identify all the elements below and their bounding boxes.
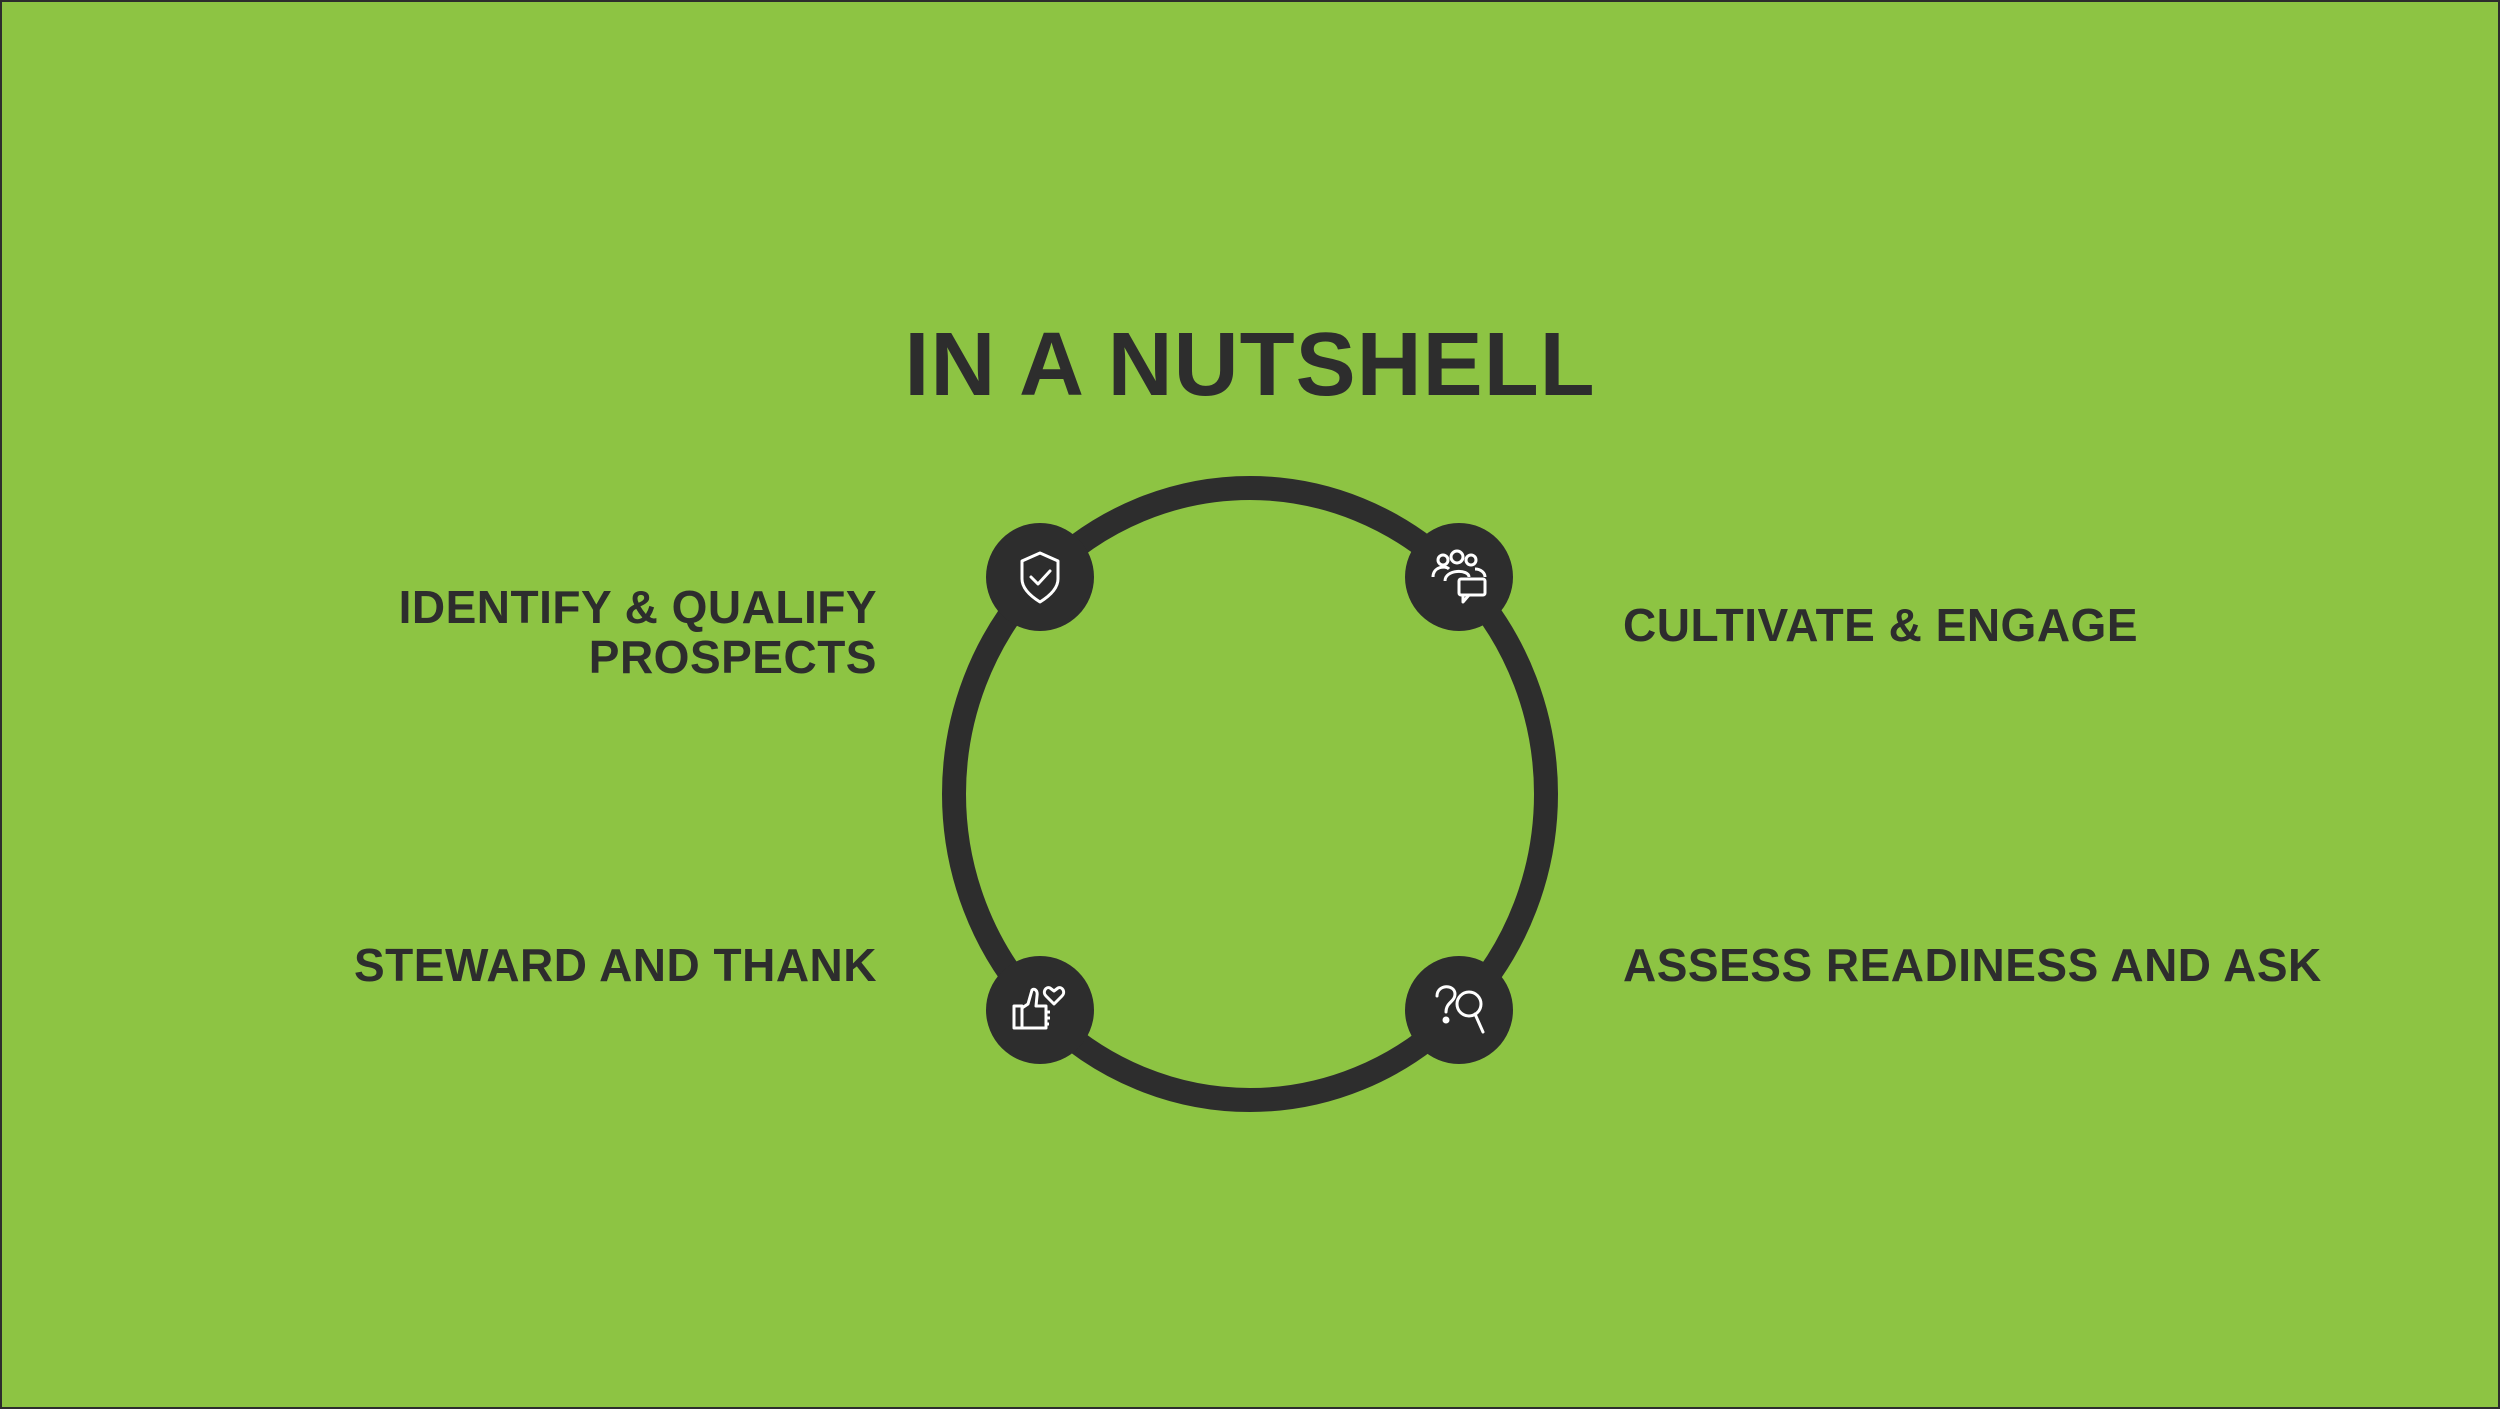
node-assess	[1405, 956, 1513, 1064]
step-label-cultivate: CULTIVATE & ENGAGE	[1623, 600, 2138, 650]
step-label-line: CULTIVATE & ENGAGE	[1623, 599, 2138, 651]
step-label-identify: IDENTIFY & QUALIFY PROSPECTS	[399, 582, 877, 682]
question-search-icon	[1435, 985, 1485, 1034]
node-cultivate	[1405, 523, 1513, 631]
node-identify	[986, 523, 1094, 631]
shield-check-icon	[1020, 551, 1060, 604]
step-label-steward: STEWARD AND THANK	[354, 940, 877, 990]
node-steward	[986, 956, 1094, 1064]
step-label-line: ASSESS READINESS AND ASK	[1623, 939, 2322, 991]
step-label-line: IDENTIFY & QUALIFY	[398, 581, 877, 633]
thumbs-up-heart-icon	[1012, 986, 1066, 1030]
people-chat-icon	[1431, 549, 1487, 604]
page-title: IN A NUTSHELL	[904, 315, 1596, 415]
step-label-assess: ASSESS READINESS AND ASK	[1623, 940, 2322, 990]
step-label-line: STEWARD AND THANK	[354, 939, 877, 991]
cycle-ring	[942, 476, 1558, 1112]
step-label-line: PROSPECTS	[588, 631, 877, 683]
